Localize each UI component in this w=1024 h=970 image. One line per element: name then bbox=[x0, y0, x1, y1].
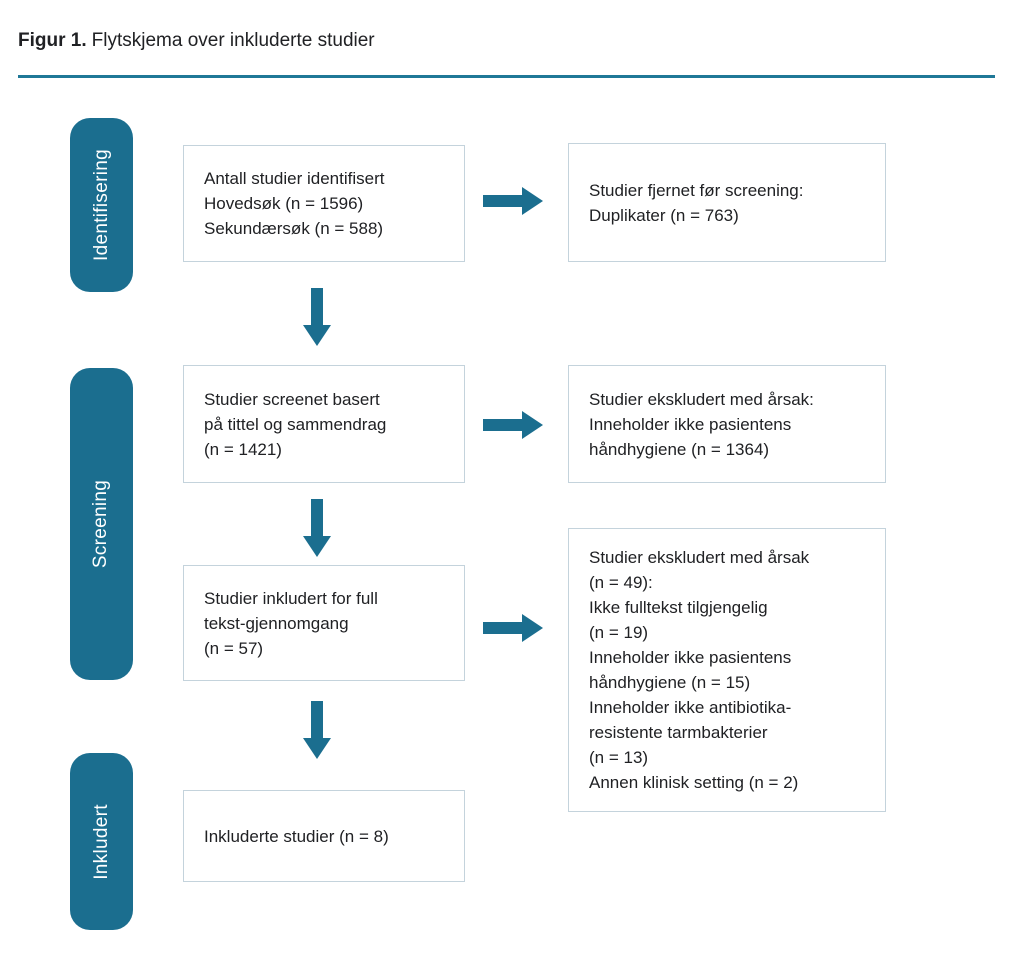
side-box-removed-before-screening-text: Studier fjernet før screening: Duplikate… bbox=[589, 180, 804, 225]
stage-inkludert-label: Inkludert bbox=[90, 803, 112, 880]
flow-box-identified-text: Antall studier identifisert Hovedsøk (n … bbox=[204, 169, 385, 238]
side-box-excluded-fulltext-text: Studier ekskludert med årsak (n = 49): I… bbox=[589, 548, 810, 792]
stage-inkludert: Inkludert bbox=[70, 753, 133, 930]
flow-box-included: Inkluderte studier (n = 8) bbox=[183, 790, 465, 882]
flow-box-screened-text: Studier screenet basert på tittel og sam… bbox=[204, 389, 387, 459]
flow-box-fulltext: Studier inkludert for full tekst-gjennom… bbox=[183, 565, 465, 681]
arrow-right-icon bbox=[483, 410, 543, 440]
side-box-removed-before-screening: Studier fjernet før screening: Duplikate… bbox=[568, 143, 886, 262]
side-box-excluded-screening: Studier ekskludert med årsak: Inneholder… bbox=[568, 365, 886, 483]
figure-title: Figur 1.Flytskjema over inkluderte studi… bbox=[18, 30, 375, 52]
stage-screening: Screening bbox=[70, 368, 133, 680]
arrow-right-icon bbox=[483, 613, 543, 643]
arrow-down-icon bbox=[302, 499, 332, 557]
flow-box-fulltext-text: Studier inkludert for full tekst-gjennom… bbox=[204, 588, 378, 658]
flow-box-included-text: Inkluderte studier (n = 8) bbox=[204, 826, 389, 846]
arrow-right-icon bbox=[483, 186, 543, 216]
title-divider bbox=[18, 75, 995, 78]
stage-identifisering: Identifisering bbox=[70, 118, 133, 292]
side-box-excluded-fulltext: Studier ekskludert med årsak (n = 49): I… bbox=[568, 528, 886, 812]
flow-box-screened: Studier screenet basert på tittel og sam… bbox=[183, 365, 465, 483]
side-box-excluded-screening-text: Studier ekskludert med årsak: Inneholder… bbox=[589, 389, 814, 459]
stage-screening-label: Screening bbox=[90, 479, 112, 569]
stage-identifisering-label: Identifisering bbox=[90, 149, 112, 261]
figure-title-text: Flytskjema over inkluderte studier bbox=[91, 30, 375, 51]
arrow-down-icon bbox=[302, 701, 332, 759]
arrow-down-icon bbox=[302, 288, 332, 346]
flow-box-identified: Antall studier identifisert Hovedsøk (n … bbox=[183, 145, 465, 262]
figure-title-prefix: Figur 1. bbox=[18, 30, 87, 51]
